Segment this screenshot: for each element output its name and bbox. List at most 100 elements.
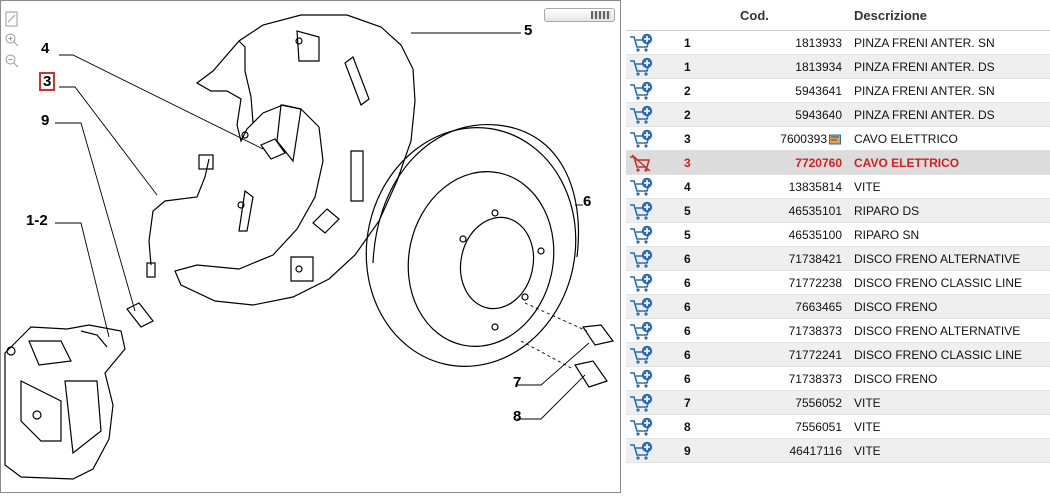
cart-add-icon[interactable] xyxy=(628,177,654,197)
part-code-cell[interactable]: 7600393 xyxy=(724,126,848,151)
part-code-cell[interactable]: 7720760 xyxy=(724,150,848,175)
cart-cell[interactable] xyxy=(626,174,674,199)
cart-cell[interactable] xyxy=(626,150,674,175)
cart-add-icon[interactable] xyxy=(628,417,654,437)
part-code[interactable]: 71772241 xyxy=(788,347,842,362)
part-code[interactable]: 71772238 xyxy=(788,275,842,290)
table-row[interactable]: 3 7600393 CAVO ELETTRICO xyxy=(626,126,1050,151)
cart-cell[interactable] xyxy=(626,30,674,55)
cart-add-icon[interactable] xyxy=(628,225,654,245)
table-row[interactable]: 7 7556052 VITE xyxy=(626,390,1050,415)
table-row[interactable]: 2 5943640 PINZA FRENI ANTER. DS xyxy=(626,102,1050,127)
table-row[interactable]: 6 71772241 DISCO FRENO CLASSIC LINE xyxy=(626,342,1050,367)
cart-add-icon[interactable] xyxy=(628,81,654,101)
part-code-cell[interactable]: 13835814 xyxy=(724,174,848,199)
table-row[interactable]: 1 1813934 PINZA FRENI ANTER. DS xyxy=(626,54,1050,79)
cart-cell[interactable] xyxy=(626,390,674,415)
cart-add-icon[interactable] xyxy=(628,201,654,221)
part-code-cell[interactable]: 71772238 xyxy=(724,270,848,295)
part-code[interactable]: 7600393 xyxy=(780,131,827,146)
part-code[interactable]: 7663465 xyxy=(795,299,842,314)
part-code-cell[interactable]: 71738373 xyxy=(724,366,848,391)
cart-add-icon[interactable] xyxy=(628,33,654,53)
cart-add-icon[interactable] xyxy=(628,297,654,317)
part-code-cell[interactable]: 7663465 xyxy=(724,294,848,319)
cart-cell[interactable] xyxy=(626,414,674,439)
part-code-cell[interactable]: 5943640 xyxy=(724,102,848,127)
part-code[interactable]: 71738421 xyxy=(788,251,842,266)
slider-grip[interactable] xyxy=(591,11,611,19)
cart-cell[interactable] xyxy=(626,102,674,127)
part-code[interactable]: 46535101 xyxy=(788,203,842,218)
table-row[interactable]: 6 7663465 DISCO FRENO xyxy=(626,294,1050,319)
table-row[interactable]: 6 71738373 DISCO FRENO xyxy=(626,366,1050,391)
cart-cell[interactable] xyxy=(626,54,674,79)
cart-add-icon[interactable] xyxy=(628,105,654,125)
callout-8[interactable]: 8 xyxy=(513,408,522,425)
fit-page-icon[interactable] xyxy=(4,11,20,27)
cart-cell[interactable] xyxy=(626,318,674,343)
zoom-slider[interactable] xyxy=(544,8,615,22)
cart-add-icon[interactable] xyxy=(628,249,654,269)
cart-cell[interactable] xyxy=(626,246,674,271)
callout-7[interactable]: 7 xyxy=(513,374,522,391)
part-code[interactable]: 7720760 xyxy=(795,155,842,170)
cart-cell[interactable] xyxy=(626,438,674,463)
part-code-cell[interactable]: 71738421 xyxy=(724,246,848,271)
cart-add-icon[interactable] xyxy=(628,57,654,77)
part-code[interactable]: 13835814 xyxy=(788,179,842,194)
table-row[interactable]: 6 71738373 DISCO FRENO ALTERNATIVE xyxy=(626,318,1050,343)
cart-cell[interactable] xyxy=(626,222,674,247)
table-row[interactable]: 8 7556051 VITE xyxy=(626,414,1050,439)
part-code-cell[interactable]: 71772241 xyxy=(724,342,848,367)
part-code-cell[interactable]: 5943641 xyxy=(724,78,848,103)
part-code[interactable]: 5943641 xyxy=(795,83,842,98)
cart-cell[interactable] xyxy=(626,198,674,223)
part-code[interactable]: 1813934 xyxy=(795,59,842,74)
table-row[interactable]: 6 71738421 DISCO FRENO ALTERNATIVE xyxy=(626,246,1050,271)
table-row[interactable]: 5 46535101 RIPARO DS xyxy=(626,198,1050,223)
callout-6[interactable]: 6 xyxy=(583,193,592,210)
callout-5[interactable]: 5 xyxy=(524,22,533,39)
part-code[interactable]: 71738373 xyxy=(788,371,842,386)
callout-9[interactable]: 9 xyxy=(41,112,50,129)
part-code-cell[interactable]: 46417116 xyxy=(724,438,848,463)
cart-cell[interactable] xyxy=(626,366,674,391)
table-row[interactable]: 1 1813933 PINZA FRENI ANTER. SN xyxy=(626,30,1050,55)
table-row[interactable]: 6 71772238 DISCO FRENO CLASSIC LINE xyxy=(626,270,1050,295)
cart-add-icon[interactable] xyxy=(628,153,654,173)
cart-add-icon[interactable] xyxy=(628,129,654,149)
cart-cell[interactable] xyxy=(626,78,674,103)
cart-cell[interactable] xyxy=(626,342,674,367)
table-row[interactable]: 9 46417116 VITE xyxy=(626,438,1050,463)
zoom-out-icon[interactable] xyxy=(4,53,20,69)
table-row[interactable]: 3 7720760 CAVO ELETTRICO xyxy=(626,150,1050,175)
zoom-in-icon[interactable] xyxy=(4,32,20,48)
part-code-cell[interactable]: 7556052 xyxy=(724,390,848,415)
part-code-cell[interactable]: 46535100 xyxy=(724,222,848,247)
cart-cell[interactable] xyxy=(626,294,674,319)
part-code[interactable]: 46535100 xyxy=(788,227,842,242)
callout-3-highlighted[interactable]: 3 xyxy=(39,72,56,91)
table-row[interactable]: 5 46535100 RIPARO SN xyxy=(626,222,1050,247)
cart-add-icon[interactable] xyxy=(628,345,654,365)
cart-add-icon[interactable] xyxy=(628,369,654,389)
cart-add-icon[interactable] xyxy=(628,441,654,461)
callout-4[interactable]: 4 xyxy=(41,40,50,57)
cart-add-icon[interactable] xyxy=(628,393,654,413)
part-code[interactable]: 1813933 xyxy=(795,35,842,50)
part-code-cell[interactable]: 7556051 xyxy=(724,414,848,439)
part-code-cell[interactable]: 1813934 xyxy=(724,54,848,79)
cart-add-icon[interactable] xyxy=(628,321,654,341)
table-row[interactable]: 2 5943641 PINZA FRENI ANTER. SN xyxy=(626,78,1050,103)
exploded-diagram-panel[interactable]: 4 3 9 1-2 5 6 7 8 xyxy=(0,0,621,493)
cart-cell[interactable] xyxy=(626,126,674,151)
cart-cell[interactable] xyxy=(626,270,674,295)
cart-add-icon[interactable] xyxy=(628,273,654,293)
part-code[interactable]: 5943640 xyxy=(795,107,842,122)
part-code-cell[interactable]: 46535101 xyxy=(724,198,848,223)
part-code-cell[interactable]: 1813933 xyxy=(724,30,848,55)
info-icon[interactable] xyxy=(829,133,842,145)
part-code[interactable]: 46417116 xyxy=(789,443,843,458)
part-code[interactable]: 71738373 xyxy=(788,323,842,338)
